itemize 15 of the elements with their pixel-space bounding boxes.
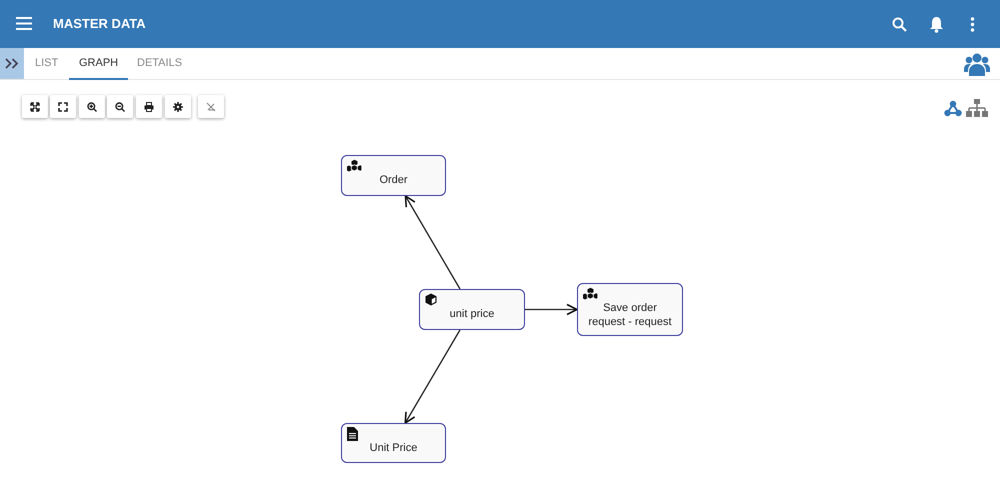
- node-label: Save order request - request: [587, 301, 673, 329]
- node-label: Unit Price: [368, 441, 418, 455]
- tab: DETAILS: [127, 48, 192, 79]
- tab: GRAPH: [69, 48, 128, 80]
- node-box: [341, 423, 446, 463]
- node-label: unit price: [448, 307, 496, 321]
- node-label: Order: [378, 173, 409, 187]
- arrow: [525, 304, 578, 316]
- page-title: MASTER DATA: [53, 16, 146, 31]
- node-box: [577, 283, 683, 336]
- tab: LIST: [25, 48, 68, 79]
- arrow: [404, 330, 460, 424]
- node-box: [419, 289, 525, 330]
- node-box: [341, 155, 446, 196]
- arrow: [404, 195, 461, 290]
